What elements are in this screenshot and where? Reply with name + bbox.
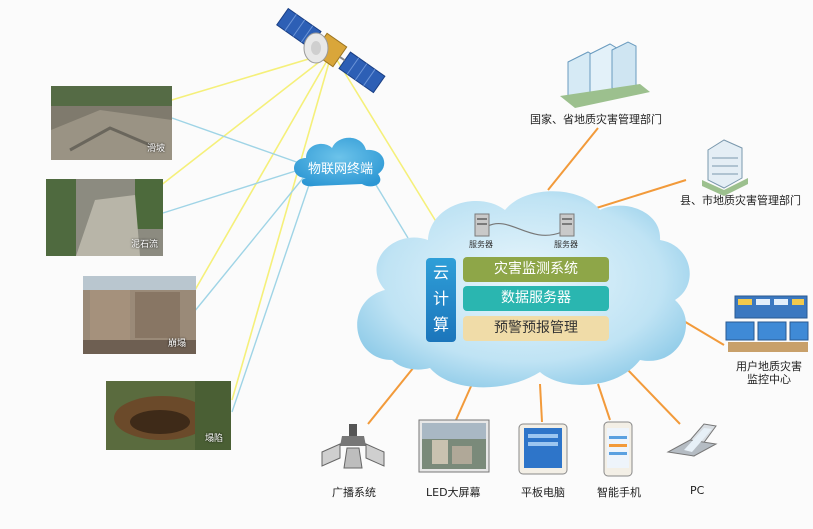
compute-char-1: 云 xyxy=(432,263,449,282)
iot-links xyxy=(162,117,409,413)
server-right-label: 服务器 xyxy=(554,240,578,249)
terminal-label-led: LED大屏幕 xyxy=(426,486,481,499)
terminal-label-pc: PC xyxy=(690,484,705,497)
system-data-server-bar: 数据服务器 xyxy=(463,286,609,311)
server-link xyxy=(487,223,563,236)
compute-char-3: 算 xyxy=(432,315,449,334)
county-building-icon xyxy=(702,139,748,196)
cloud-compute-box: 云 计 算 xyxy=(426,258,456,342)
tablet-icon xyxy=(518,423,568,475)
photo-caption-landslide: 滑坡 xyxy=(147,144,166,154)
monitor-center-icon xyxy=(725,295,809,352)
led-screen-icon xyxy=(418,419,490,473)
monitor-center-label: 用户地质灾害 监控中心 xyxy=(729,360,809,386)
server-left-icon xyxy=(474,213,490,237)
terminal-label-tablet: 平板电脑 xyxy=(521,486,565,499)
county-agency-label: 县、市地质灾害管理部门 xyxy=(680,194,801,207)
satellite-links xyxy=(159,51,441,401)
photo-debris-flow xyxy=(46,179,163,256)
compute-char-2: 计 xyxy=(432,289,449,308)
server-right-icon xyxy=(559,213,575,237)
monitor-center-line1: 用户地质灾害 xyxy=(736,360,802,373)
iot-terminal-label: 物联网终端 xyxy=(308,162,374,177)
photo-landslide xyxy=(51,86,172,160)
iot-cloud xyxy=(294,137,385,187)
terminal-label-broadcast: 广播系统 xyxy=(332,486,376,499)
terminal-label-phone: 智能手机 xyxy=(597,486,641,499)
broadcast-icon xyxy=(321,424,385,469)
national-agency-label: 国家、省地质灾害管理部门 xyxy=(530,113,662,126)
national-building-icon xyxy=(560,41,650,108)
server-left-label: 服务器 xyxy=(469,240,493,249)
system-monitoring-bar: 灾害监测系统 xyxy=(463,257,609,282)
photo-caption-debris-flow: 泥石流 xyxy=(131,240,159,250)
photo-caption-subsidence: 塌陷 xyxy=(205,434,224,444)
system-warning-bar: 预警预报管理 xyxy=(463,316,609,341)
pc-icon xyxy=(666,423,718,457)
photo-caption-collapse: 崩塌 xyxy=(168,339,187,349)
satellite-icon xyxy=(276,7,386,94)
smartphone-icon xyxy=(603,421,633,477)
monitor-center-line2: 监控中心 xyxy=(747,373,791,386)
photo-subsidence xyxy=(106,381,231,450)
orange-links xyxy=(367,127,725,425)
photo-collapse xyxy=(83,276,196,354)
